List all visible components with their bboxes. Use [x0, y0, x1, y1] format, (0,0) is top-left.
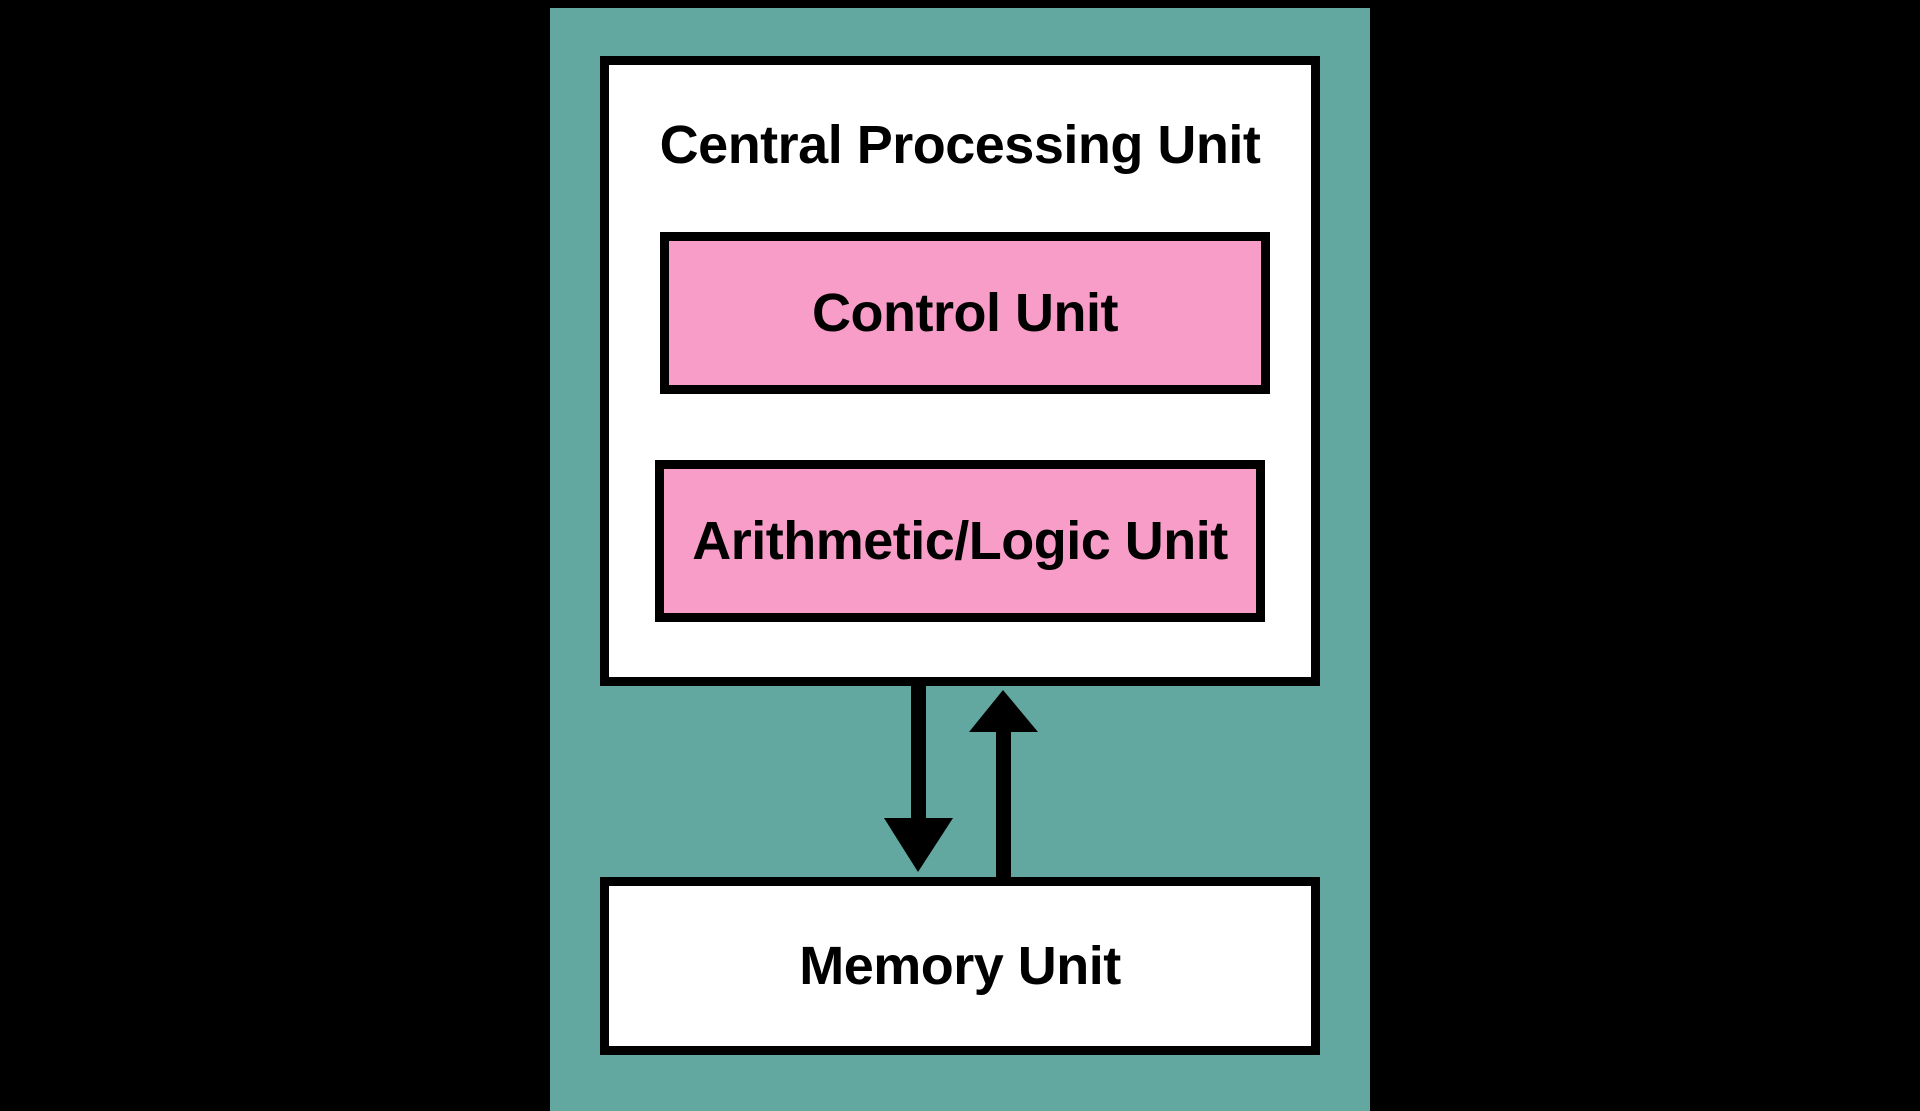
alu-label: Arithmetic/Logic Unit — [692, 511, 1228, 571]
alu-box[interactable]: Arithmetic/Logic Unit — [655, 460, 1265, 622]
memory-unit-label: Memory Unit — [799, 936, 1121, 996]
control-unit-label: Control Unit — [812, 283, 1118, 343]
cpu-title: Central Processing Unit — [659, 115, 1261, 175]
memory-unit-box[interactable]: Memory Unit — [600, 877, 1320, 1055]
control-unit-box[interactable]: Control Unit — [660, 232, 1270, 394]
